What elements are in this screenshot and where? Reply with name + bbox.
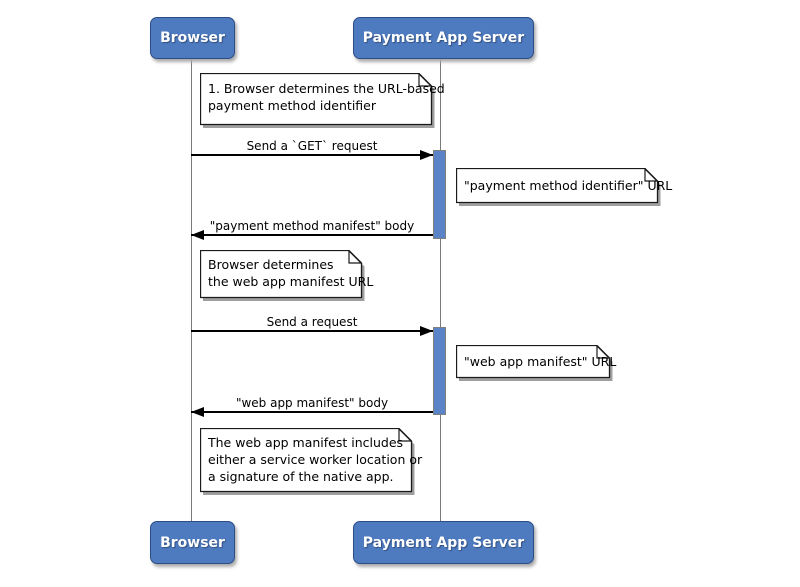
note-line: 1. Browser determines the URL-based <box>208 81 445 96</box>
note-line: payment method identifier <box>208 98 376 113</box>
message-line <box>191 330 433 332</box>
note-line: Browser determines <box>208 257 334 272</box>
message-payment-method-manifest-body-label: "payment method manifest" body <box>209 219 415 233</box>
note-fold-icon <box>348 250 363 264</box>
note-line: the web app manifest URL <box>208 274 374 289</box>
note-line: either a service worker location or <box>208 452 423 467</box>
note-determine-payment-method-identifier: 1. Browser determines the URL-based paym… <box>200 73 445 131</box>
actor-browser-bottom: Browser <box>150 521 235 564</box>
actor-server-bottom: Payment App Server <box>353 521 534 564</box>
message-payment-method-manifest-body: "payment method manifest" body <box>191 219 433 245</box>
actor-server-top: Payment App Server <box>353 17 534 59</box>
note-line: "payment method identifier" URL <box>464 178 673 193</box>
note-shape <box>456 345 613 381</box>
actor-server-bottom-label: Payment App Server <box>362 534 525 551</box>
browser-lifeline <box>191 57 192 521</box>
note-payment-method-identifier-url: "payment method identifier" URL <box>456 168 672 209</box>
note-line: The web app manifest includes <box>208 435 404 450</box>
message-web-app-manifest-body: "web app manifest" body <box>191 396 433 422</box>
arrowhead-right-icon <box>420 150 433 160</box>
message-line <box>191 234 433 236</box>
note-web-app-manifest-url: "web app manifest" URL <box>456 345 617 384</box>
note-web-app-manifest-contents: The web app manifest includes either a s… <box>200 428 422 498</box>
message-send-request: Send a request <box>191 315 433 341</box>
message-line <box>191 411 433 413</box>
note-line: a signature of the native app. <box>208 469 394 484</box>
note-fold-icon <box>418 73 433 87</box>
server-activation-bar-1 <box>433 150 446 239</box>
message-send-request-label: Send a request <box>266 315 358 329</box>
note-shape <box>200 73 435 128</box>
note-determine-web-app-manifest-url: Browser determines the web app manifest … <box>200 250 373 304</box>
server-lifeline <box>440 57 441 521</box>
server-activation-bar-2 <box>433 327 446 415</box>
note-fold-icon <box>398 428 413 442</box>
note-shape <box>456 168 661 206</box>
note-line: "web app manifest" URL <box>464 354 617 369</box>
actor-browser-top-label: Browser <box>160 30 225 46</box>
note-shape <box>200 428 415 495</box>
arrowhead-left-icon <box>191 230 204 240</box>
message-line <box>191 154 433 156</box>
note-fold-icon <box>596 345 611 359</box>
message-send-get-request-label: Send a `GET` request <box>246 139 378 153</box>
arrowhead-right-icon <box>420 326 433 336</box>
note-fold-icon <box>644 168 659 182</box>
message-web-app-manifest-body-label: "web app manifest" body <box>235 396 389 410</box>
arrowhead-left-icon <box>191 407 204 417</box>
actor-browser-bottom-label: Browser <box>160 534 225 551</box>
actor-server-top-label: Payment App Server <box>362 30 525 46</box>
note-shape <box>200 250 365 301</box>
message-send-get-request: Send a `GET` request <box>191 139 433 165</box>
actor-browser-top: Browser <box>150 17 235 59</box>
